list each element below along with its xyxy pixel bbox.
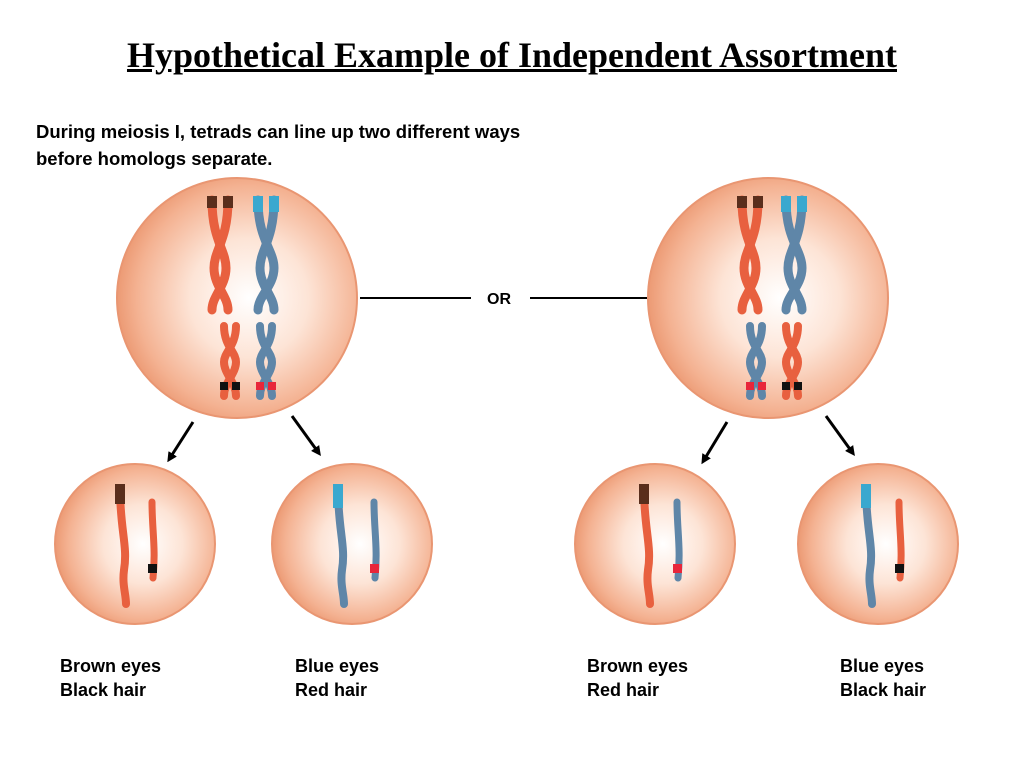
daughter-cell-4 xyxy=(797,463,959,625)
tetrad-large-orange xyxy=(737,195,763,315)
outcome-eyes: Blue eyes xyxy=(840,656,925,676)
tetrad-large-blue xyxy=(781,195,807,315)
outcome-hair: Black hair xyxy=(60,680,147,700)
arrow-to-daughter-4 xyxy=(824,415,855,457)
daughter-cell-3 xyxy=(574,463,736,625)
arrow-to-daughter-2 xyxy=(290,415,321,457)
outcome-caption-4: Blue eyes Black hair xyxy=(840,654,926,702)
outcome-eyes: Blue eyes xyxy=(295,656,380,676)
tetrad-small-blue xyxy=(745,322,767,400)
outcome-caption-3: Brown eyes Red hair xyxy=(587,654,688,702)
outcome-eyes: Brown eyes xyxy=(60,656,162,676)
intro-line-2: before homologs separate. xyxy=(36,148,273,169)
parent-cell-2 xyxy=(647,177,889,419)
tetrad-large-blue xyxy=(253,195,279,315)
daughter-cell-2 xyxy=(271,463,433,625)
daughter-cell-1 xyxy=(54,463,216,625)
parent-cell-1 xyxy=(116,177,358,419)
outcome-eyes: Brown eyes xyxy=(587,656,689,676)
outcome-hair: Red hair xyxy=(295,680,368,700)
outcome-caption-1: Brown eyes Black hair xyxy=(60,654,161,702)
intro-text: During meiosis I, tetrads can line up tw… xyxy=(36,118,676,172)
page-title: Hypothetical Example of Independent Asso… xyxy=(126,35,897,75)
arrow-to-daughter-3 xyxy=(701,421,729,465)
arrow-to-daughter-1 xyxy=(167,421,195,463)
tetrad-small-orange xyxy=(219,322,241,400)
outcome-hair: Black hair xyxy=(840,680,927,700)
outcome-hair: Red hair xyxy=(587,680,660,700)
outcome-caption-2: Blue eyes Red hair xyxy=(295,654,379,702)
intro-line-1: During meiosis I, tetrads can line up tw… xyxy=(36,121,521,142)
tetrad-large-orange xyxy=(207,195,233,315)
tetrad-small-orange xyxy=(781,322,803,400)
tetrad-small-blue xyxy=(255,322,277,400)
or-label: OR xyxy=(487,291,511,308)
